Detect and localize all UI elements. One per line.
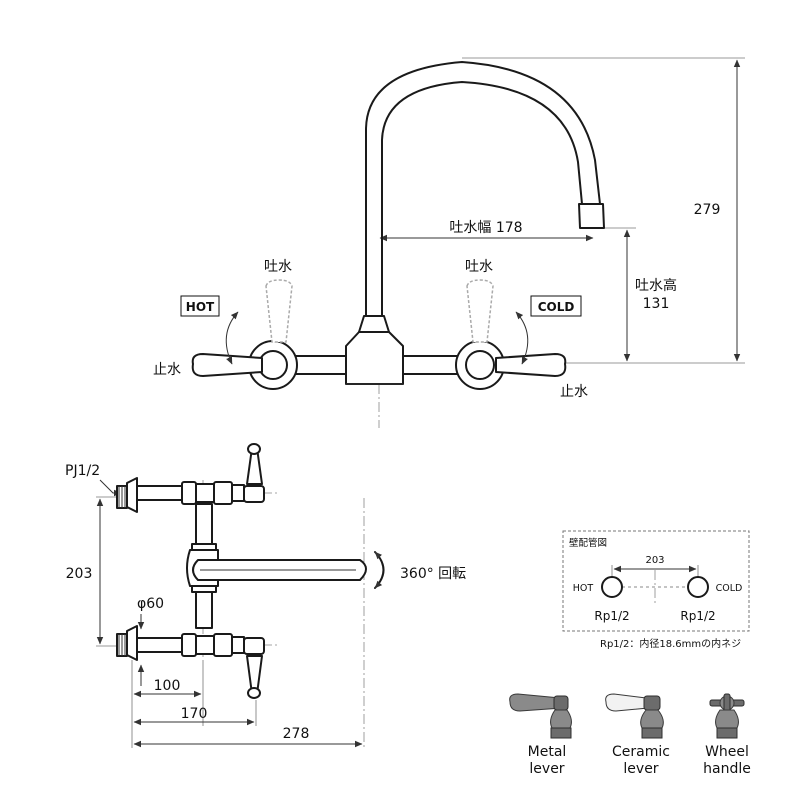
wheel-handle-icon <box>709 693 745 739</box>
hot-badge: HOT <box>186 300 215 314</box>
cold-wall-inlet <box>687 576 709 598</box>
left-handle-open-position <box>265 279 293 343</box>
hot-wall-inlet <box>601 576 623 598</box>
metal-lever-label-line1: Metal <box>528 744 567 760</box>
wall-hot-label: HOT <box>573 583 594 594</box>
right-lever-handle <box>495 353 567 377</box>
cold-rotation-arrow <box>515 311 529 365</box>
hot-rotation-arrow <box>225 311 239 365</box>
spout-height-value: 131 <box>643 296 670 312</box>
spout-outlet <box>578 203 605 229</box>
plan-lower-valve <box>116 625 265 699</box>
dim-170-label: 170 <box>181 706 208 722</box>
plan-view: 203 PJ1/2 φ60 100 170 278 <box>65 443 466 748</box>
handle-options: Metal lever Ceramic lever Wheel handle <box>509 693 751 777</box>
dim-278-label: 278 <box>283 726 310 742</box>
spout-reach-label: 吐水幅 178 <box>449 220 522 236</box>
central-body <box>345 331 404 385</box>
flange-diameter-label: φ60 <box>137 596 164 612</box>
dim-100-label: 100 <box>154 678 181 694</box>
left-thread-label: Rp1/2 <box>594 609 629 623</box>
right-thread-label: Rp1/2 <box>680 609 715 623</box>
ceramic-lever-label-line2: lever <box>623 761 658 777</box>
plan-upper-valve <box>116 443 265 513</box>
spout-outer-edge <box>365 61 601 319</box>
thread-note: Rp1/2：内径18.6mmの内ネジ <box>600 637 741 650</box>
hot-badge-frame <box>180 295 220 317</box>
spout-collar <box>358 315 390 333</box>
wall-spacing-label: 203 <box>645 555 664 566</box>
cold-badge: COLD <box>538 300 575 314</box>
wheel-handle-label-line1: Wheel <box>705 744 749 760</box>
wall-piping-title: 壁配管図 <box>569 537 607 549</box>
left-valve-cap <box>258 350 288 380</box>
spout-label-left: 吐水 <box>264 259 292 275</box>
metal-lever-label-line2: lever <box>529 761 564 777</box>
wall-piping-frame <box>562 530 750 632</box>
spout-height-label: 吐水高 <box>635 277 677 294</box>
rotation-arrow <box>374 551 385 589</box>
front-view: 279 吐水高 131 吐水幅 178 <box>153 57 745 428</box>
stop-label-left: 止水 <box>153 362 181 378</box>
thread-label: PJ1/2 <box>65 463 100 479</box>
ceramic-lever-label-line1: Ceramic <box>612 744 670 760</box>
metal-lever-icon <box>509 693 572 739</box>
ceramic-lever-icon <box>605 693 664 739</box>
height-279-label: 279 <box>694 202 721 218</box>
spout-inner-edge <box>381 81 583 319</box>
left-lever-handle <box>191 353 263 377</box>
stop-label-right: 止水 <box>560 384 588 400</box>
wheel-handle-label-line2: handle <box>703 761 751 777</box>
wall-piping-inset: 壁配管図 203 HOT COLD Rp1/2 Rp1/2 Rp1/2：内径18… <box>562 530 750 650</box>
rotation-label: 360° 回転 <box>400 566 466 582</box>
right-handle-open-position <box>466 279 494 343</box>
spout-label-right: 吐水 <box>465 259 493 275</box>
wall-cold-label: COLD <box>716 583 743 594</box>
center-distance-label: 203 <box>66 566 93 582</box>
cold-badge-frame <box>530 295 582 317</box>
right-valve-cap <box>465 350 495 380</box>
